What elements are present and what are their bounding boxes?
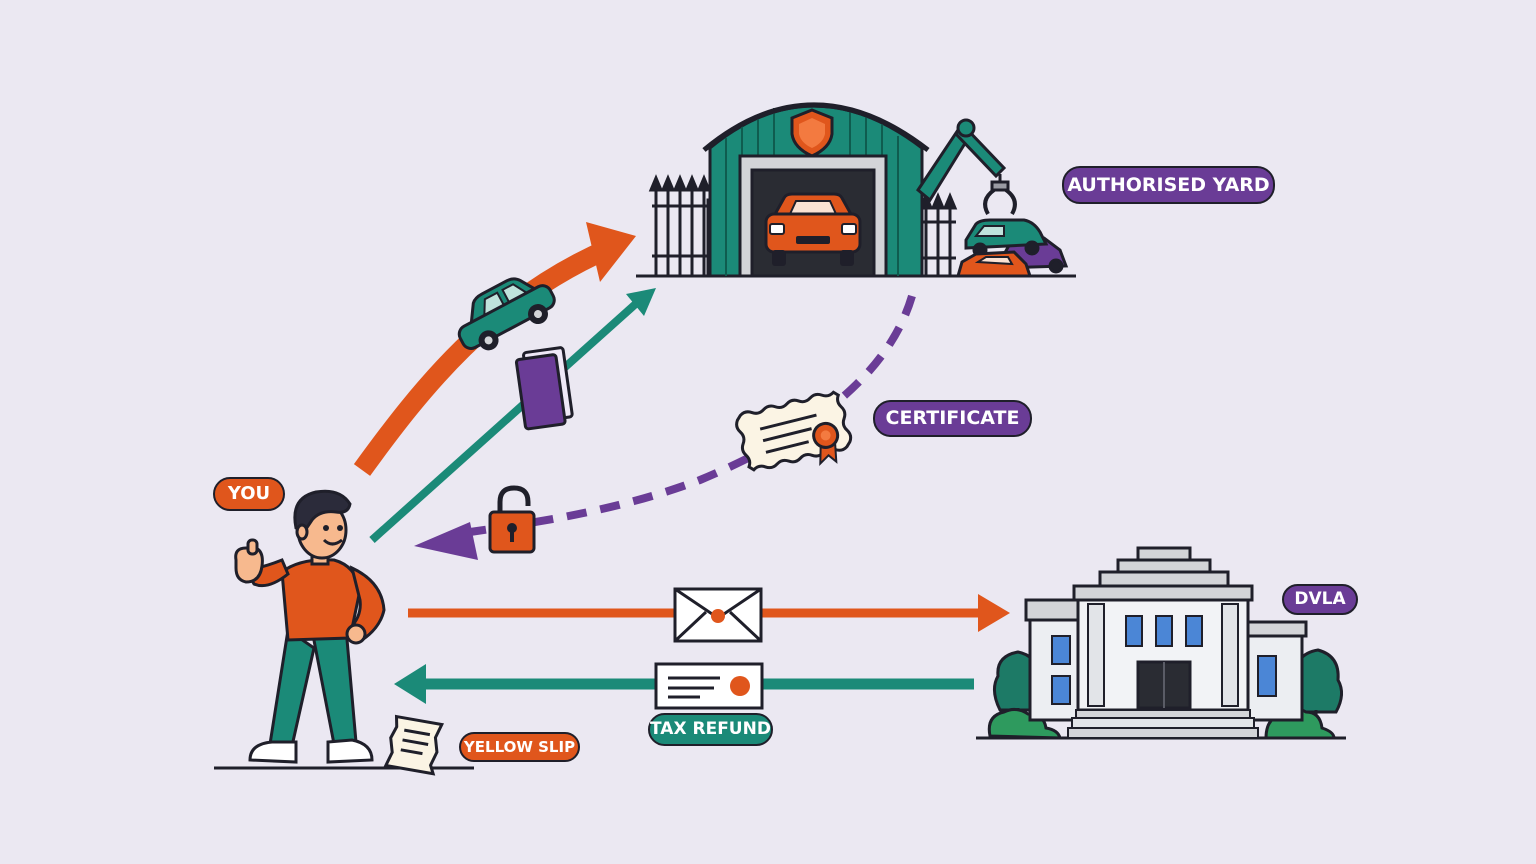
label-tax-refund: TAX REFUND	[648, 713, 773, 746]
label-dvla: DVLA	[1282, 584, 1358, 615]
arrow-certificate-to-you	[414, 294, 916, 560]
refund-cheque-icon	[654, 662, 764, 710]
label-yellow-slip: YELLOW SLIP	[459, 732, 580, 762]
dvla-building-illustration	[976, 546, 1346, 740]
logbook-icon	[514, 346, 574, 431]
certificate-icon	[735, 390, 853, 472]
teal-car-icon	[457, 277, 556, 351]
arrow-car-to-yard	[353, 222, 636, 476]
scrap-car-pile	[956, 218, 1069, 278]
authorised-yard-illustration	[636, 102, 1076, 278]
yellow-slip-icon	[383, 714, 445, 776]
fence-left	[648, 174, 712, 276]
open-padlock-icon	[488, 485, 536, 554]
crane-claw	[916, 118, 1017, 215]
label-certificate: CERTIFICATE	[873, 400, 1032, 437]
envelope-icon	[673, 587, 763, 643]
label-authorised-yard: AUTHORISED YARD	[1062, 166, 1275, 204]
arrow-logbook-to-yard	[369, 288, 656, 543]
person-you-illustration	[214, 489, 474, 770]
label-you: YOU	[213, 477, 285, 511]
fence-right	[918, 192, 958, 276]
tree-left	[987, 650, 1062, 740]
orange-car-in-yard	[764, 192, 862, 266]
